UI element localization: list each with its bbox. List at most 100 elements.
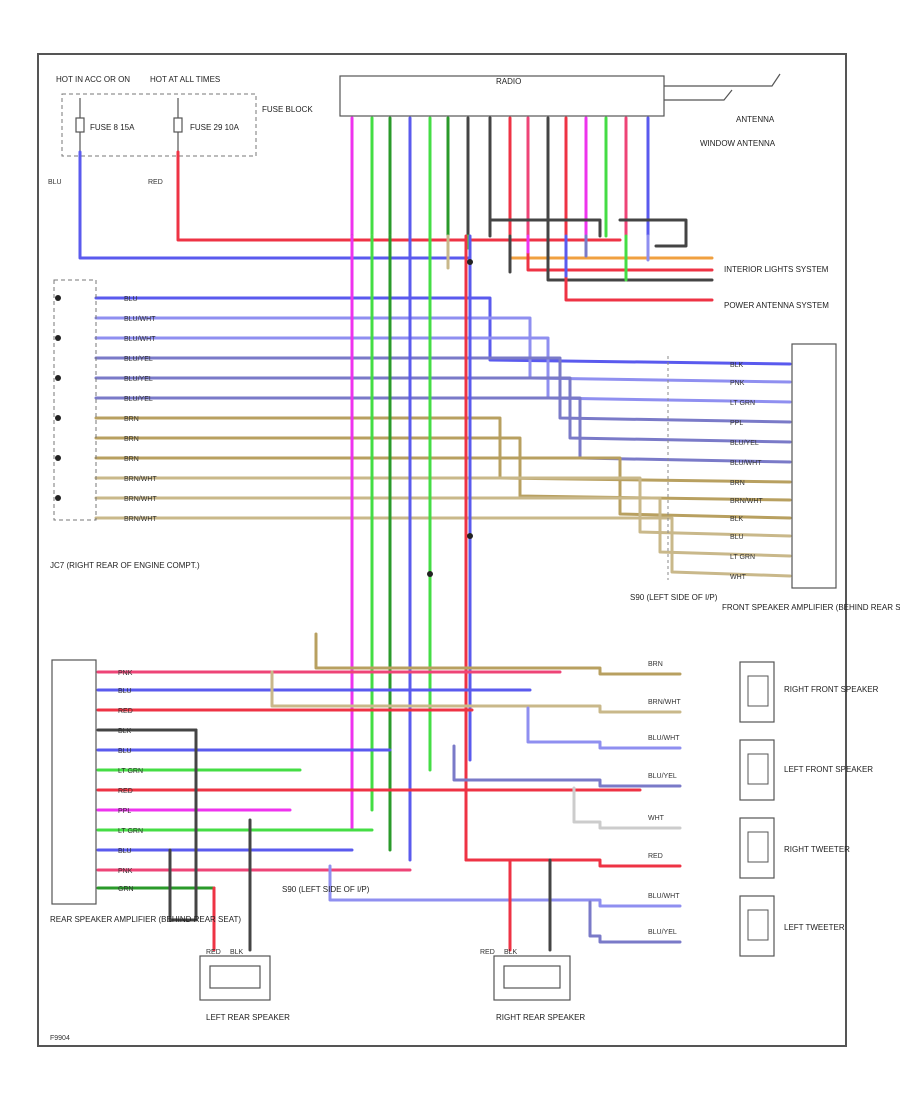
jc7-wire-3 <box>94 356 792 424</box>
speaker-wire-label-1: BRN/WHT <box>648 699 681 706</box>
fuse-wire-red: RED <box>148 179 163 186</box>
speaker-cone-3 <box>747 909 769 941</box>
jc7-wire-2 <box>94 336 792 404</box>
fuse8-label: FUSE 8 15A <box>90 123 135 132</box>
s90-upper-label: S90 (LEFT SIDE OF I/P) <box>630 593 718 602</box>
right-tweeter-label: RIGHT TWEETER <box>784 845 850 854</box>
power-antenna-wire-b <box>564 234 714 302</box>
jc7-wire-label-6: BRN <box>124 416 139 423</box>
fuse-symbol <box>75 98 183 152</box>
front-amp-wire-label-11: WHT <box>730 574 747 581</box>
rear-amp-wire-label-6: RED <box>118 788 133 795</box>
jc7-wire-label-11: BRN/WHT <box>124 516 157 523</box>
front-amp-wire-label-10: LT GRN <box>730 554 755 561</box>
jc7-wire-label-0: BLU <box>124 296 138 303</box>
jc7-wire-label-5: BLU/YEL <box>124 396 153 403</box>
front-amp-wire-label-3: PPL <box>730 420 743 427</box>
front-amp-wire-label-2: LT GRN <box>730 400 755 407</box>
jc7-label: JC7 (RIGHT REAR OF ENGINE COMPT.) <box>50 561 200 570</box>
speaker-cone-2 <box>747 831 769 863</box>
front-amp-wire-label-6: BRN <box>730 480 745 487</box>
front-amp-wire-label-4: BLU/YEL <box>730 440 759 447</box>
speaker-feed-wire-4 <box>572 786 682 830</box>
speaker-cone-0 <box>747 675 769 707</box>
right-rear-speaker-icon <box>493 955 571 1001</box>
rear-amp-wire-label-0: PNK <box>118 670 133 677</box>
fuse29-label: FUSE 29 10A <box>190 123 240 132</box>
left-tweeter-label: LEFT TWEETER <box>784 923 845 932</box>
front-amp-wire-label-1: PNK <box>730 380 745 387</box>
hot-acc-label: HOT IN ACC OR ON <box>56 75 130 84</box>
speaker-wire-label-4: WHT <box>648 815 665 822</box>
front-speaker-amplifier: FRONT SPEAKER AMPLIFIER (BEHIND REAR SEA… <box>722 343 900 612</box>
radio-ground-loop <box>488 116 602 238</box>
rear-amp-wire-label-7: PPL <box>118 808 131 815</box>
speaker-wire-label-5: RED <box>648 853 663 860</box>
speaker-feed-wire-2 <box>526 706 682 750</box>
rear-amp-wire-label-5: LT GRN <box>118 768 143 775</box>
speaker-box-1 <box>739 739 775 801</box>
jc7-wire-label-3: BLU/YEL <box>124 356 153 363</box>
jc7-wire-10 <box>94 496 792 558</box>
jc7-wire-9 <box>94 476 792 538</box>
speaker-box-3 <box>739 895 775 957</box>
speaker-wire-label-6: BLU/WHT <box>648 893 680 900</box>
jc7-wire-0 <box>94 296 792 366</box>
jc7-wire-4 <box>94 376 792 444</box>
jc7-wire-label-10: BRN/WHT <box>124 496 157 503</box>
jc7-wire-11 <box>94 516 792 578</box>
front-amp-label: FRONT SPEAKER AMPLIFIER (BEHIND REAR SEA… <box>722 603 900 612</box>
jc7-wire-8 <box>94 456 792 520</box>
fuse29-feed-wire <box>176 150 622 242</box>
power-antenna-wire-a <box>546 234 714 282</box>
rear-amp-wire-label-10: PNK <box>118 868 133 875</box>
hot-at-label: HOT AT ALL TIMES <box>150 75 220 84</box>
front-amp-wire-label-0: BLK <box>730 362 744 369</box>
fuse-block-label: FUSE BLOCK <box>262 105 313 114</box>
trunk-splice-dot-a <box>467 259 473 265</box>
speaker-feed-wire-6 <box>328 864 682 908</box>
jc7-wire-6 <box>94 416 792 484</box>
jc7-wire-1 <box>94 316 792 384</box>
right-front-speaker-label: RIGHT FRONT SPEAKER <box>784 685 879 694</box>
jc7-splice-dot-3 <box>55 415 61 421</box>
front-amp-wire-label-8: BLK <box>730 516 744 523</box>
rear-amp-wire-label-3: BLK <box>118 728 132 735</box>
jc7-splice-dot-0 <box>55 295 61 301</box>
speaker-feed-wire-7 <box>588 900 682 944</box>
speaker-box-2 <box>739 817 775 879</box>
left-rear-speaker-icon <box>199 955 271 1001</box>
rear-amp-wire-label-4: BLU <box>118 748 132 755</box>
jc7-splice-dot-2 <box>55 375 61 381</box>
jc7-splice-dot-1 <box>55 335 61 341</box>
jc7-wire-label-7: BRN <box>124 436 139 443</box>
jc7-wire-label-8: BRN <box>124 456 139 463</box>
front-amp-wire-label-9: BLU <box>730 534 744 541</box>
jc7-splice-dot-5 <box>55 495 61 501</box>
trunk-splice-dot-c <box>427 571 433 577</box>
jc7-wire-label-9: BRN/WHT <box>124 476 157 483</box>
left-front-speaker-label: LEFT FRONT SPEAKER <box>784 765 873 774</box>
rear-amp-wire-label-1: BLU <box>118 688 132 695</box>
power-antenna-label: POWER ANTENNA SYSTEM <box>724 301 829 310</box>
rear-amp-ground-wire <box>168 728 198 922</box>
rear-amp-wire-label-11: GRN <box>118 886 134 893</box>
jc7-wire-label-4: BLU/YEL <box>124 376 153 383</box>
diagram-frame <box>37 53 847 1047</box>
interior-lights-label: INTERIOR LIGHTS SYSTEM <box>724 265 829 274</box>
jc7-wire-label-1: BLU/WHT <box>124 316 156 323</box>
right-rear-speaker-label: RIGHT REAR SPEAKER <box>496 1013 585 1022</box>
radio-ground-loop-2 <box>618 218 688 248</box>
wire-harness <box>55 116 792 952</box>
jc7-splice-dot-4 <box>55 455 61 461</box>
diagram-code: F9904 <box>50 1035 70 1042</box>
speaker-box-0 <box>739 661 775 723</box>
jc7-wire-label-2: BLU/WHT <box>124 336 156 343</box>
speaker-feed-wire-1 <box>270 670 682 714</box>
speaker-feed-wire-3 <box>452 744 682 788</box>
front-amp-wire-label-7: BRN/WHT <box>730 498 763 505</box>
front-amp-wire-label-5: BLU/WHT <box>730 460 762 467</box>
rear-speaker-wire-label-0: RED <box>206 949 221 956</box>
